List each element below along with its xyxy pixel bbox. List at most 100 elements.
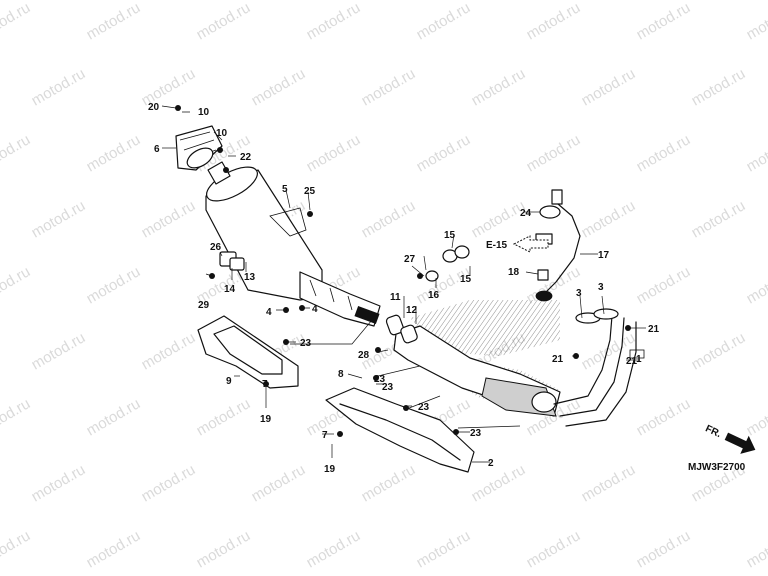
callout-number: 19 <box>324 464 336 475</box>
front-arrow-icon <box>724 432 756 454</box>
callout-number: 7 <box>262 379 268 390</box>
watermark-text: motod.ru <box>634 0 694 43</box>
leader-lines <box>161 105 646 463</box>
watermark-text: motod.ru <box>139 461 199 505</box>
watermark-text: motod.ru <box>744 395 768 439</box>
callout-number: 25 <box>304 186 316 197</box>
callout-number: 15 <box>444 230 456 241</box>
watermark-text: motod.ru <box>689 197 749 241</box>
watermark-text: motod.ru <box>84 395 144 439</box>
watermark-text: motod.ru <box>84 0 144 43</box>
diagram-code: MJW3F2700 <box>688 462 746 473</box>
watermark-text: motod.ru <box>359 197 419 241</box>
watermark-text: motod.ru <box>194 527 254 571</box>
watermark-text: motod.ru <box>634 263 694 307</box>
callout-number: 18 <box>508 267 520 278</box>
watermark-text: motod.ru <box>469 461 529 505</box>
callout-number: 9 <box>226 376 232 387</box>
muffler-outlet-pipe <box>299 271 381 327</box>
callout-number: 13 <box>244 272 256 283</box>
watermark-text: motod.ru <box>414 527 474 571</box>
watermark-text: motod.ru <box>84 527 144 571</box>
direction-label: FR. <box>703 423 722 440</box>
reference-label: E-15 <box>486 240 508 251</box>
watermark-text: motod.ru <box>359 461 419 505</box>
watermark-text: motod.ru <box>194 395 254 439</box>
watermark-text: motod.ru <box>29 65 89 109</box>
callout-number: 6 <box>154 144 160 155</box>
callout-number: 2 <box>488 458 494 469</box>
watermark-text: motod.ru <box>0 527 33 571</box>
callout-number: 23 <box>470 428 482 439</box>
watermark-text: motod.ru <box>0 131 33 175</box>
watermark-text: motod.ru <box>0 395 33 439</box>
watermark-text: motod.ru <box>579 197 639 241</box>
exhaust-header-pipes <box>553 308 645 427</box>
callout-number: 15 <box>460 274 472 285</box>
callout-number: 10 <box>198 107 210 118</box>
watermark-text: motod.ru <box>634 395 694 439</box>
watermark-text: motod.ru <box>414 131 474 175</box>
callout-number: 5 <box>282 184 288 195</box>
callout-number: 17 <box>598 250 610 261</box>
callout-number: 3 <box>598 282 604 293</box>
callout-number: 1 <box>636 354 642 365</box>
muffler-end-cap <box>175 125 223 171</box>
reference-e15: E-15 <box>486 235 549 253</box>
callout-number: 12 <box>406 305 418 316</box>
watermark-text: motod.ru <box>249 65 309 109</box>
callout-number: 19 <box>260 414 272 425</box>
watermark-text: motod.ru <box>414 0 474 43</box>
callout-number: 3 <box>576 288 582 299</box>
watermark-text: motod.ru <box>524 527 584 571</box>
callout-number: 26 <box>210 242 222 253</box>
watermark-text: motod.ru <box>139 329 199 373</box>
watermark-text: motod.ru <box>469 65 529 109</box>
watermark-text: motod.ru <box>84 131 144 175</box>
callout-number: 14 <box>224 284 236 295</box>
callout-number: 22 <box>240 152 252 163</box>
callout-number: 24 <box>520 208 532 219</box>
heat-shield-rear <box>197 315 299 389</box>
watermark-text: motod.ru <box>579 461 639 505</box>
watermark-text: motod.ru <box>29 461 89 505</box>
callout-number: 8 <box>338 369 344 380</box>
watermark-text: motod.ru <box>304 131 364 175</box>
watermark-text: motod.ru <box>689 65 749 109</box>
callout-number: 21 <box>626 356 638 367</box>
exhaust-joint-gaskets <box>385 245 470 344</box>
callout-number: 21 <box>552 354 564 365</box>
callout-number: 29 <box>198 300 210 311</box>
watermark-text: motod.ru <box>524 0 584 43</box>
watermark-text: motod.ru <box>689 329 749 373</box>
callout-number: 27 <box>404 254 416 265</box>
o2-sensor <box>535 189 581 302</box>
watermark-text: motod.ru <box>414 263 474 307</box>
watermark-text: motod.ru <box>744 263 768 307</box>
callout-number: 4 <box>312 304 318 315</box>
watermark-text: motod.ru <box>744 131 768 175</box>
watermark-text: motod.ru <box>139 197 199 241</box>
callout-number: 16 <box>428 290 440 301</box>
watermark-text: motod.ru <box>579 65 639 109</box>
watermark-text: motod.ru <box>469 197 529 241</box>
heat-shield-lower <box>325 387 475 473</box>
callout-number: 23 <box>418 402 430 413</box>
muffler-band <box>219 251 245 271</box>
watermark-text: motod.ru <box>524 131 584 175</box>
watermark-text: motod.ru <box>194 0 254 43</box>
watermark-text: motod.ru <box>744 527 768 571</box>
watermark-text: motod.ru <box>634 131 694 175</box>
callout-number: 23 <box>300 338 312 349</box>
watermark-text: motod.ru <box>0 263 33 307</box>
watermark-text: motod.ru <box>304 0 364 43</box>
callout-number: 11 <box>390 292 401 303</box>
watermark-text: motod.ru <box>249 461 309 505</box>
watermark-text: motod.ru <box>84 263 144 307</box>
callout-number: 7 <box>322 430 328 441</box>
watermark-text: motod.ru <box>0 0 33 43</box>
watermark-text: motod.ru <box>634 527 694 571</box>
